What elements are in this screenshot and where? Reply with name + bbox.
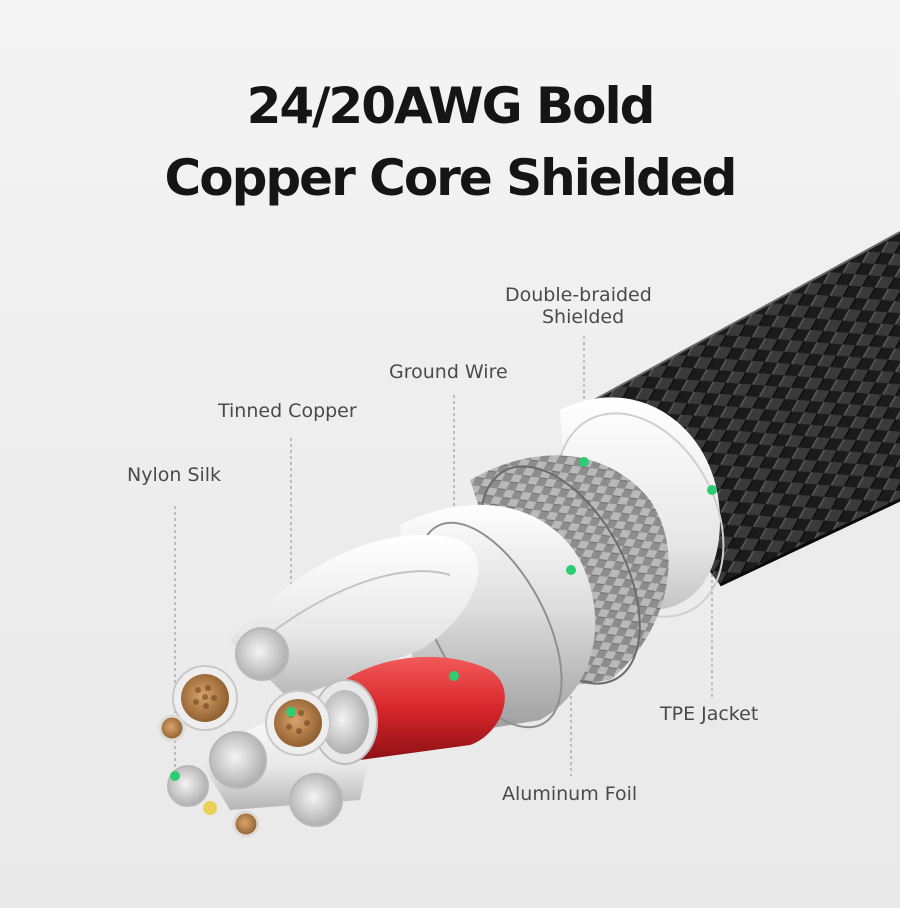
callout-tinned-copper: Tinned Copper (218, 400, 357, 422)
nylon-silk-strand (203, 801, 217, 815)
callout-aluminum-foil: Aluminum Foil (502, 783, 638, 805)
callout-double-braided-line-2: Shielded (542, 306, 625, 328)
red-wire (312, 656, 505, 765)
callout-ground-wire: Ground Wire (389, 361, 508, 383)
callout-nylon-silk: Nylon Silk (127, 464, 222, 486)
marker-dots (170, 457, 717, 781)
small-copper-conductor-1 (158, 714, 186, 742)
headline-line-1: 24/20AWG Bold (246, 77, 656, 135)
silver-conductor-2 (209, 731, 267, 789)
copper-conductor-2 (265, 690, 331, 756)
callout-tpe-jacket: TPE Jacket (660, 703, 759, 725)
silver-conductor-3 (289, 773, 343, 827)
silver-conductor-1 (235, 627, 289, 681)
callout-double-braided-line-1: Double-braided (505, 284, 652, 306)
copper-conductor-1 (172, 665, 238, 731)
headline-line-2: Copper Core Shielded (164, 149, 738, 207)
small-copper-conductor-2 (232, 810, 260, 838)
